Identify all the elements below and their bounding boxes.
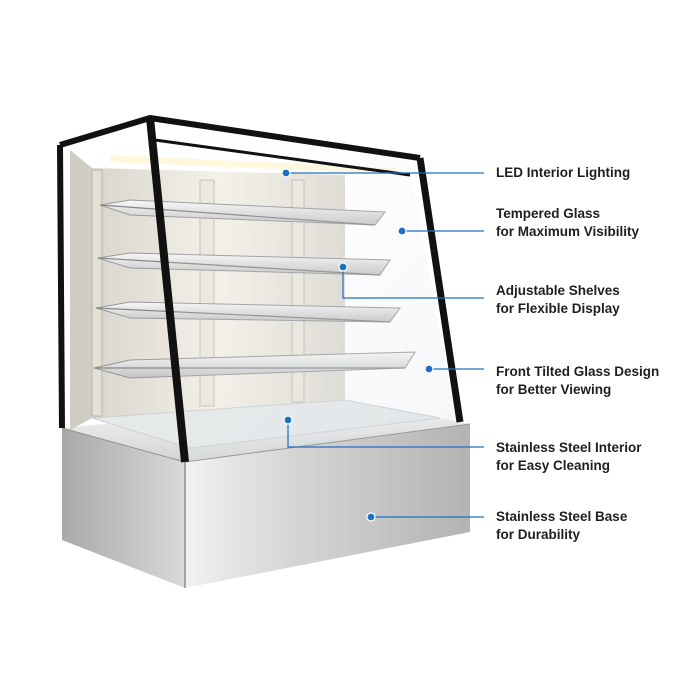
callout-line2: for Maximum Visibility <box>496 224 640 239</box>
side-glass-pane <box>60 118 185 462</box>
callout-line1: Stainless Steel Base <box>496 509 628 524</box>
callout-line1: Stainless Steel Interior <box>496 440 642 455</box>
callout-stainless-base: Stainless Steel Base for Durability <box>496 508 627 544</box>
callout-line1: LED Interior Lighting <box>496 165 631 180</box>
callout-dot-icon <box>338 262 348 272</box>
callout-dot-icon <box>397 226 407 236</box>
base-front-face <box>185 424 470 588</box>
callout-dot-icon <box>424 364 434 374</box>
callout-adjustable-shelves: Adjustable Shelves for Flexible Display <box>496 282 620 318</box>
callout-dot-icon <box>366 512 376 522</box>
black-frame <box>57 115 464 463</box>
callout-line2: for Flexible Display <box>496 301 620 316</box>
callout-line2: for Durability <box>496 527 581 542</box>
base-side-face <box>62 428 185 588</box>
callout-line2: for Easy Cleaning <box>496 458 611 473</box>
callout-line1: Tempered Glass <box>496 206 601 221</box>
callout-line1: Front Tilted Glass Design <box>496 364 660 379</box>
callout-led-lighting: LED Interior Lighting <box>496 164 630 182</box>
callout-dot-icon <box>281 168 291 178</box>
front-glass-pane <box>150 118 456 462</box>
left-interior-wall <box>70 150 92 430</box>
callout-line2: for Better Viewing <box>496 382 612 397</box>
callout-dot-icon <box>283 415 293 425</box>
callout-lines <box>286 172 484 518</box>
left-post <box>91 169 103 417</box>
callout-dots <box>281 168 434 522</box>
callout-line1: Adjustable Shelves <box>496 283 620 298</box>
callout-stainless-interior: Stainless Steel Interior for Easy Cleani… <box>496 439 642 475</box>
callout-tempered-glass: Tempered Glass for Maximum Visibility <box>496 205 639 241</box>
callout-front-tilted-glass: Front Tilted Glass Design for Better Vie… <box>496 363 659 399</box>
